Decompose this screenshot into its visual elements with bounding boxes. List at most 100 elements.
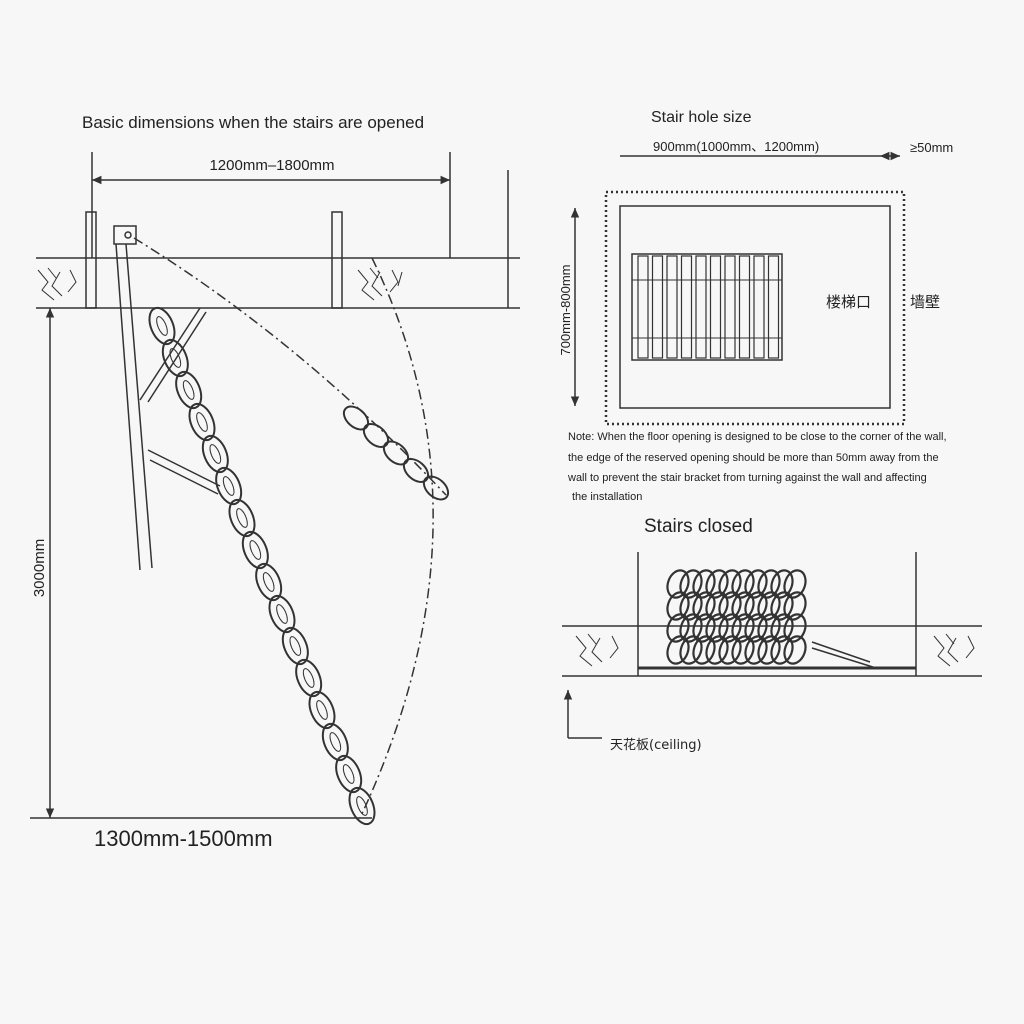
stair-link: [201, 434, 229, 474]
ceiling-label: 天花板(ceiling): [610, 737, 702, 753]
swing-link: [422, 475, 450, 501]
stair-link: [335, 754, 363, 794]
stair-link: [295, 658, 323, 698]
stair-link-inner: [342, 764, 355, 784]
folded-link: [744, 635, 768, 665]
tread: [651, 255, 664, 359]
wall-label: 墙壁: [910, 293, 940, 311]
tread: [637, 255, 649, 359]
stair-link: [241, 530, 269, 570]
closed-slab-hatching: [575, 633, 975, 667]
folded-link: [705, 635, 729, 665]
opened-stair-links: [148, 306, 376, 826]
stair-link-inner: [182, 380, 195, 400]
folded-link: [692, 635, 716, 665]
folded-link: [666, 613, 690, 643]
lower-brace: [147, 449, 221, 487]
right-post: [331, 211, 343, 309]
opened-stairs-drawing: [30, 152, 520, 819]
folded-link: [666, 591, 690, 621]
tread: [666, 255, 678, 359]
tread-lines: [632, 255, 782, 359]
stair-link: [268, 594, 296, 634]
note-line-2: the edge of the reserved opening should …: [568, 452, 939, 464]
stair-link: [255, 562, 283, 602]
note-line-4: the installation: [572, 491, 642, 503]
folded-link: [757, 635, 781, 665]
folded-link: [666, 569, 690, 599]
stair-link-inner: [302, 668, 315, 688]
stair-link-inner: [169, 348, 182, 368]
stair-link: [148, 306, 176, 346]
stair-link: [308, 690, 336, 730]
swing-path-upper: [133, 237, 447, 496]
note-line-3: wall to prevent the stair bracket from t…: [567, 472, 927, 484]
tread: [709, 255, 722, 359]
lower-brace-2: [149, 459, 219, 495]
support-rail-right: [125, 243, 153, 569]
closed-brace-2: [811, 641, 871, 663]
hole-gap-label: ≥50mm: [910, 140, 953, 155]
swing-link: [342, 405, 370, 431]
stair-link-inner: [156, 316, 168, 336]
stair-link-inner: [356, 796, 368, 816]
tread: [724, 255, 736, 359]
tread: [753, 255, 765, 359]
tread: [738, 255, 751, 359]
swing-link: [382, 440, 410, 466]
swinging-stair-links: [342, 405, 450, 501]
hole-width-label: 900mm(1000mm、1200mm): [653, 139, 819, 154]
tread: [680, 255, 693, 359]
stair-link-inner: [276, 604, 288, 624]
folded-link: [731, 635, 755, 665]
swing-link: [362, 423, 390, 448]
note-line-1: Note: When the floor opening is designed…: [568, 431, 947, 443]
opened-height-label: 3000mm: [31, 539, 48, 597]
opened-width-label: 1200mm–1800mm: [209, 157, 334, 174]
hinge-bracket: [113, 225, 137, 245]
closed-title: Stairs closed: [644, 516, 753, 537]
folded-treads: [631, 253, 783, 361]
stair-link-inner: [262, 572, 275, 592]
hinge-pivot: [124, 231, 132, 239]
hole-frame: [619, 205, 891, 409]
opened-title: Basic dimensions when the stairs are ope…: [82, 113, 424, 132]
folded-link: [770, 635, 794, 665]
stair-link-inner: [316, 700, 328, 720]
stair-link: [348, 786, 376, 826]
stair-link-inner: [209, 444, 222, 464]
folded-link: [718, 635, 742, 665]
stair-link: [175, 370, 203, 410]
support-rail-left: [115, 243, 141, 571]
stair-link: [215, 466, 243, 506]
stair-link: [321, 722, 349, 762]
stair-link: [188, 402, 216, 442]
hole-size-drawing: [570, 151, 906, 426]
slab-hatching: [37, 267, 403, 301]
installation-note: Note: When the floor opening is designed…: [567, 431, 947, 503]
closed-stair-coils: [666, 569, 807, 665]
opened-base-label: 1300mm-1500mm: [94, 826, 273, 851]
hole-height-label: 700mm-800mm: [558, 264, 573, 355]
stair-link: [228, 498, 256, 538]
stair-link: [161, 338, 189, 378]
stair-link: [281, 626, 309, 666]
stair-link-inner: [249, 540, 262, 560]
stair-link-inner: [222, 476, 235, 496]
swing-link: [402, 458, 430, 483]
tread: [767, 255, 780, 359]
folded-link: [679, 635, 703, 665]
swing-arc: [359, 257, 434, 819]
tread: [695, 255, 707, 359]
folded-link: [783, 635, 807, 665]
stair-link-inner: [196, 412, 208, 432]
folded-link: [666, 635, 690, 665]
closed-brace: [811, 647, 877, 669]
upper-brace-2: [147, 311, 207, 403]
left-post: [85, 211, 97, 309]
opening-label: 楼梯口: [826, 293, 871, 311]
stair-link-inner: [289, 636, 302, 656]
hole-title: Stair hole size: [651, 109, 752, 126]
